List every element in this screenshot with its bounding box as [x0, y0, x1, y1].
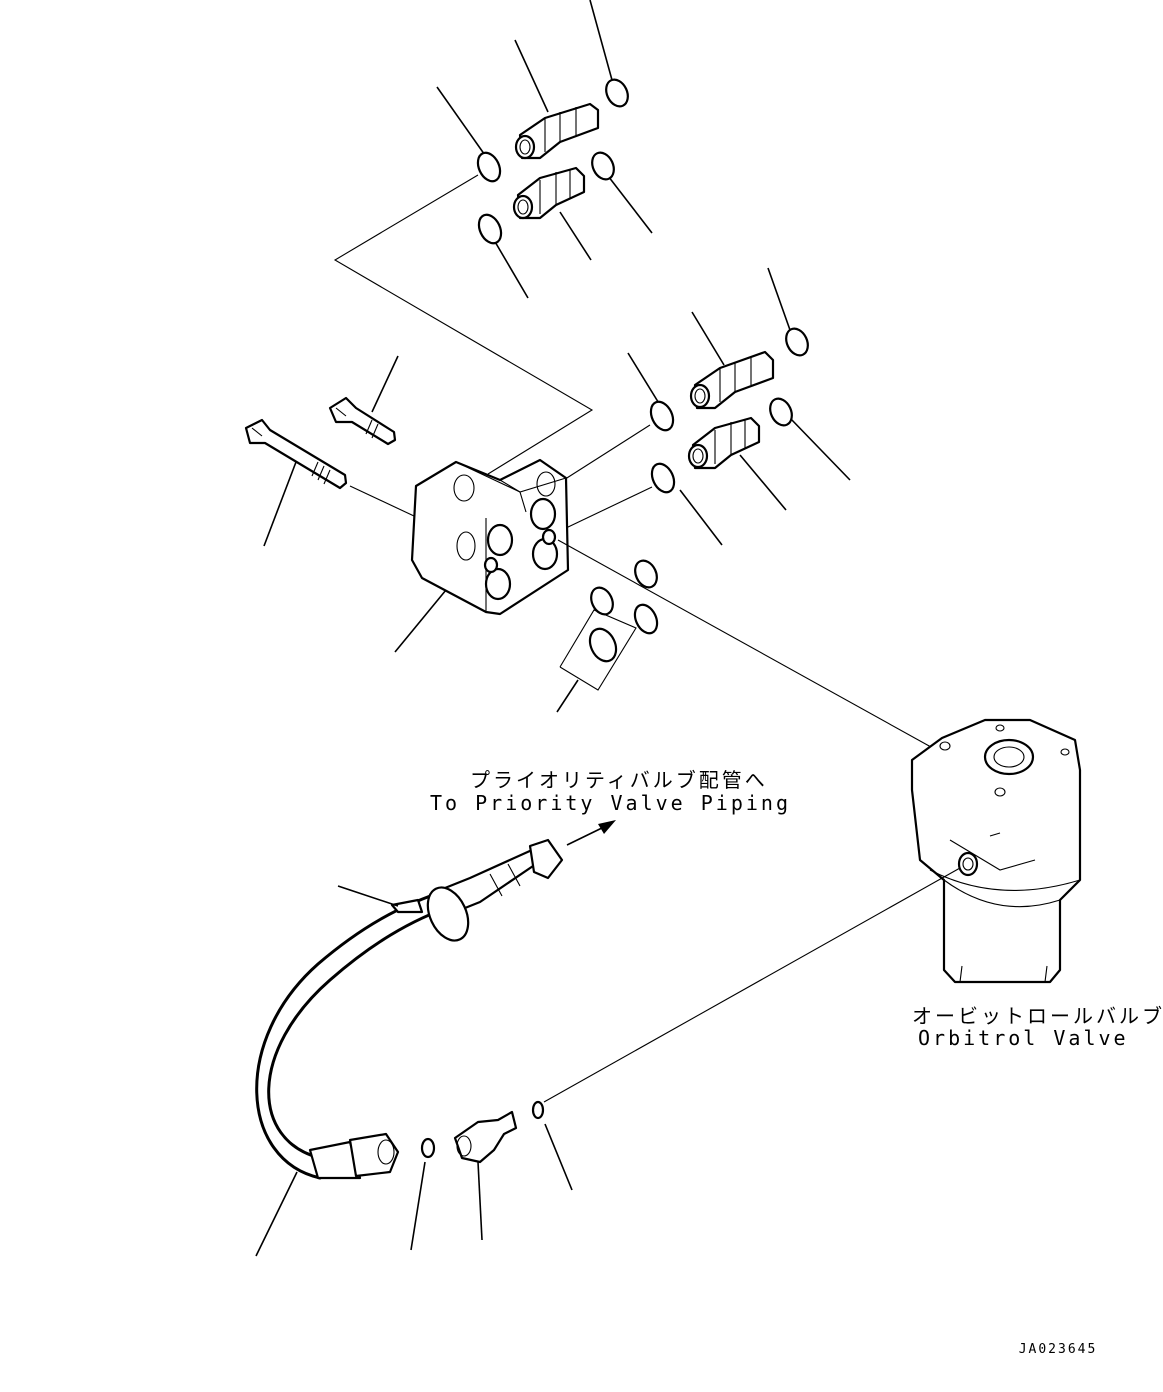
- straight-fitting: [689, 350, 775, 410]
- straight-fitting: [514, 102, 600, 160]
- o-ring: [785, 327, 809, 357]
- bolt-short: [328, 355, 399, 446]
- o-ring: [588, 627, 618, 663]
- o-ring: [605, 78, 629, 108]
- o-ring: [649, 400, 675, 432]
- hose-clamp-ring: [426, 886, 470, 942]
- o-ring: [650, 462, 676, 494]
- priority-label-jp: プライオリティバルブ配管へ: [470, 768, 768, 792]
- elbow-fitting: [453, 1110, 518, 1164]
- right-fitting-group: [547, 267, 851, 546]
- o-ring: [420, 1137, 436, 1159]
- bolt-long: [244, 418, 348, 547]
- drawing-reference: JA023645: [1018, 1342, 1098, 1357]
- o-ring: [590, 586, 614, 616]
- o-ring: [634, 559, 658, 589]
- orbitrol-valve: [910, 718, 1082, 984]
- top-fitting-group: [333, 0, 653, 475]
- o-ring: [477, 213, 503, 245]
- direction-arrow: [566, 820, 616, 846]
- gasket-set: [556, 539, 941, 753]
- o-ring: [633, 603, 659, 635]
- elbow-fitting-group: [410, 867, 961, 1251]
- o-ring: [476, 151, 502, 183]
- priority-label-en: To Priority Valve Piping: [430, 791, 791, 815]
- orbitrol-label-en: Orbitrol Valve: [918, 1026, 1129, 1050]
- straight-fitting: [687, 416, 761, 470]
- straight-fitting: [512, 166, 586, 220]
- o-ring: [591, 151, 615, 181]
- manifold-block: [394, 458, 570, 653]
- orbitrol-label-jp: オービットロールバルブ: [912, 1004, 1163, 1028]
- o-ring: [531, 1100, 545, 1120]
- o-ring: [769, 397, 793, 427]
- hose-assembly: [255, 838, 564, 1257]
